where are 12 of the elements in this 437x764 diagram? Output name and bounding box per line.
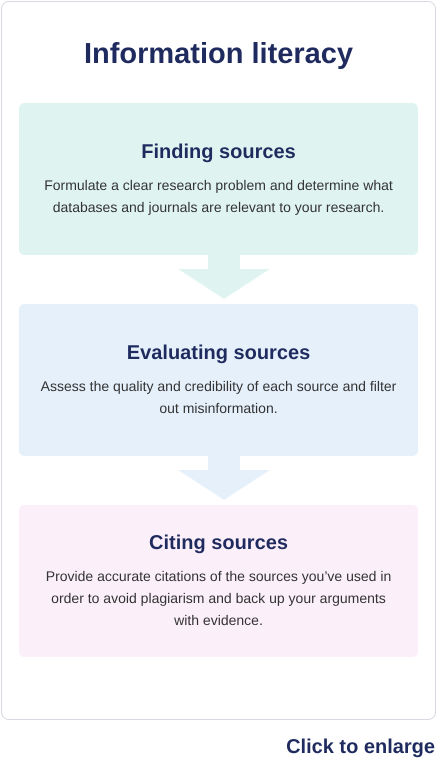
enlarge-link: Click to enlarge bbox=[286, 736, 435, 759]
process-box bbox=[19, 103, 418, 255]
box-description: Assess the quality and credibility of each source and filter out misinformation. bbox=[40, 376, 398, 418]
block-arrow bbox=[178, 456, 270, 500]
box-description: Provide accurate citations of the sources you’ve used in order to avoid plagiarism and back up your arguments with evidence. bbox=[44, 566, 392, 630]
box-heading: Finding sources bbox=[141, 140, 296, 164]
box-heading: Citing sources bbox=[149, 532, 288, 554]
diagram-title: Information literacy bbox=[82, 38, 354, 71]
box-description: Formulate a clear research problem and determine what databases and journals are relevant to your research. bbox=[43, 176, 394, 217]
box-heading: Evaluating sources bbox=[126, 342, 310, 364]
block-arrow bbox=[178, 255, 270, 299]
process-box bbox=[19, 304, 418, 456]
